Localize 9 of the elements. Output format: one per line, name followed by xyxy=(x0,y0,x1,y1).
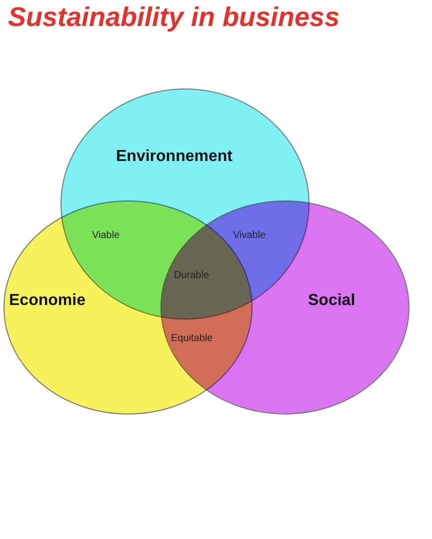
title: Sustainability in business xyxy=(8,2,340,33)
overlap-label: Durable xyxy=(174,270,210,281)
overlap-label: Vivable xyxy=(233,230,266,241)
circle-label: Economie xyxy=(9,292,86,310)
overlap-label: Viable xyxy=(92,230,120,241)
circle-label: Social xyxy=(308,292,356,310)
venn-circle xyxy=(160,200,410,415)
overlap-label: Equitable xyxy=(171,333,213,344)
circle-label: Environnement xyxy=(116,148,232,166)
